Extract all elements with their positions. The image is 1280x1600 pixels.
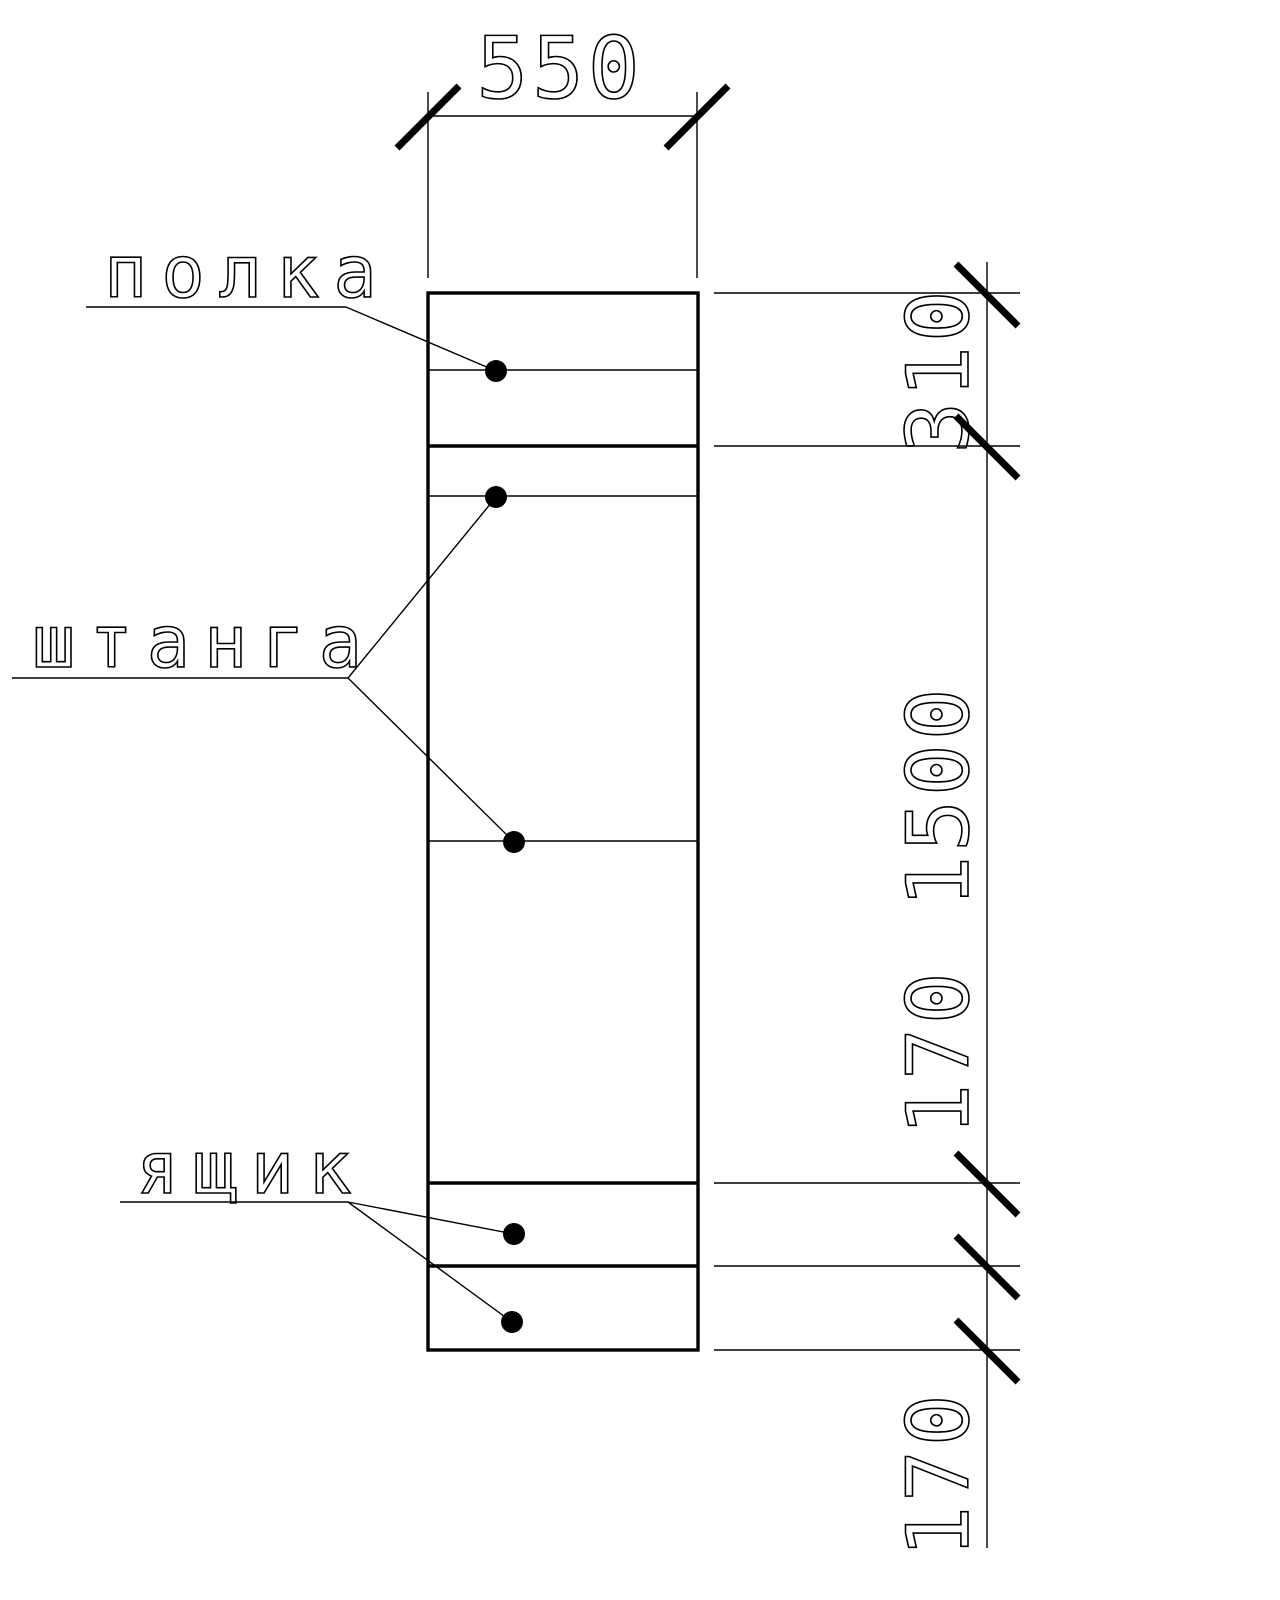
width-dimension: 550 <box>394 18 731 278</box>
tick-top <box>953 261 1021 329</box>
width-dimension-value: 550 <box>476 19 643 119</box>
wardrobe-body <box>426 291 700 1352</box>
tick-shelf <box>953 413 1021 481</box>
drawer-callout: ящик <box>120 1125 525 1333</box>
rod-leader-lower <box>347 677 515 843</box>
shelf-leader <box>345 306 497 372</box>
width-tick-right <box>663 83 731 151</box>
rod-leader-upper <box>347 496 497 679</box>
drawer-leader-lower <box>347 1201 513 1323</box>
label-drawer: ящик <box>136 1126 365 1210</box>
wardrobe-outline <box>426 291 700 1352</box>
rod-marker-upper <box>485 486 507 508</box>
rod-marker-lower <box>503 831 525 853</box>
label-rod: штанга <box>32 600 376 684</box>
width-tick-left <box>394 83 462 151</box>
label-shelf: полка <box>104 230 391 314</box>
dimension-middle-lower: 170 <box>889 968 989 1135</box>
drawer-marker-lower <box>501 1311 523 1333</box>
drawer-marker-upper <box>503 1223 525 1245</box>
dimension-top-section: 310 <box>889 286 989 453</box>
tick-drawer-middle <box>953 1233 1021 1301</box>
height-dimensions: 310 1500 170 170 <box>714 261 1021 1558</box>
shelf-callout: полка <box>86 229 507 382</box>
dimension-middle-section: 1500 <box>889 684 989 907</box>
tick-bottom <box>953 1317 1021 1385</box>
shelf-marker <box>485 360 507 382</box>
drawer-leader-upper <box>347 1201 515 1235</box>
tick-drawer-top <box>953 1150 1021 1218</box>
rod-callout: штанга <box>12 486 525 853</box>
dimension-bottom-section: 170 <box>889 1390 989 1557</box>
